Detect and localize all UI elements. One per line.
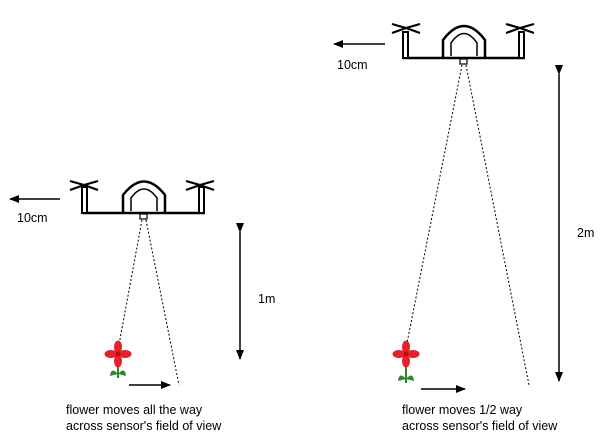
left-caption-line1: flower moves all the way	[66, 403, 203, 417]
right-caption-line2: across sensor's field of view	[402, 419, 558, 433]
right-flower-icon	[392, 340, 420, 383]
left-flower-icon	[104, 340, 132, 378]
left-fov-line	[117, 219, 143, 351]
left-drone-icon	[69, 179, 215, 220]
right-scene: 10cm 2m	[333, 22, 594, 393]
left-caption-line2: across sensor's field of view	[66, 419, 222, 433]
left-caption: flower moves all the way across sensor's…	[66, 402, 221, 434]
right-movement-label: 10cm	[337, 58, 368, 72]
right-fov-line	[406, 64, 463, 344]
left-scene: 10cm 1m	[9, 179, 275, 389]
right-fov-line	[465, 64, 530, 386]
right-drone-icon	[391, 22, 535, 65]
left-height-label: 1m	[258, 292, 275, 306]
right-caption: flower moves 1/2 way across sensor's fie…	[402, 402, 557, 434]
right-caption-line1: flower moves 1/2 way	[402, 403, 523, 417]
left-movement-label: 10cm	[17, 211, 48, 225]
right-height-label: 2m	[577, 226, 594, 240]
left-fov-line	[145, 219, 180, 386]
